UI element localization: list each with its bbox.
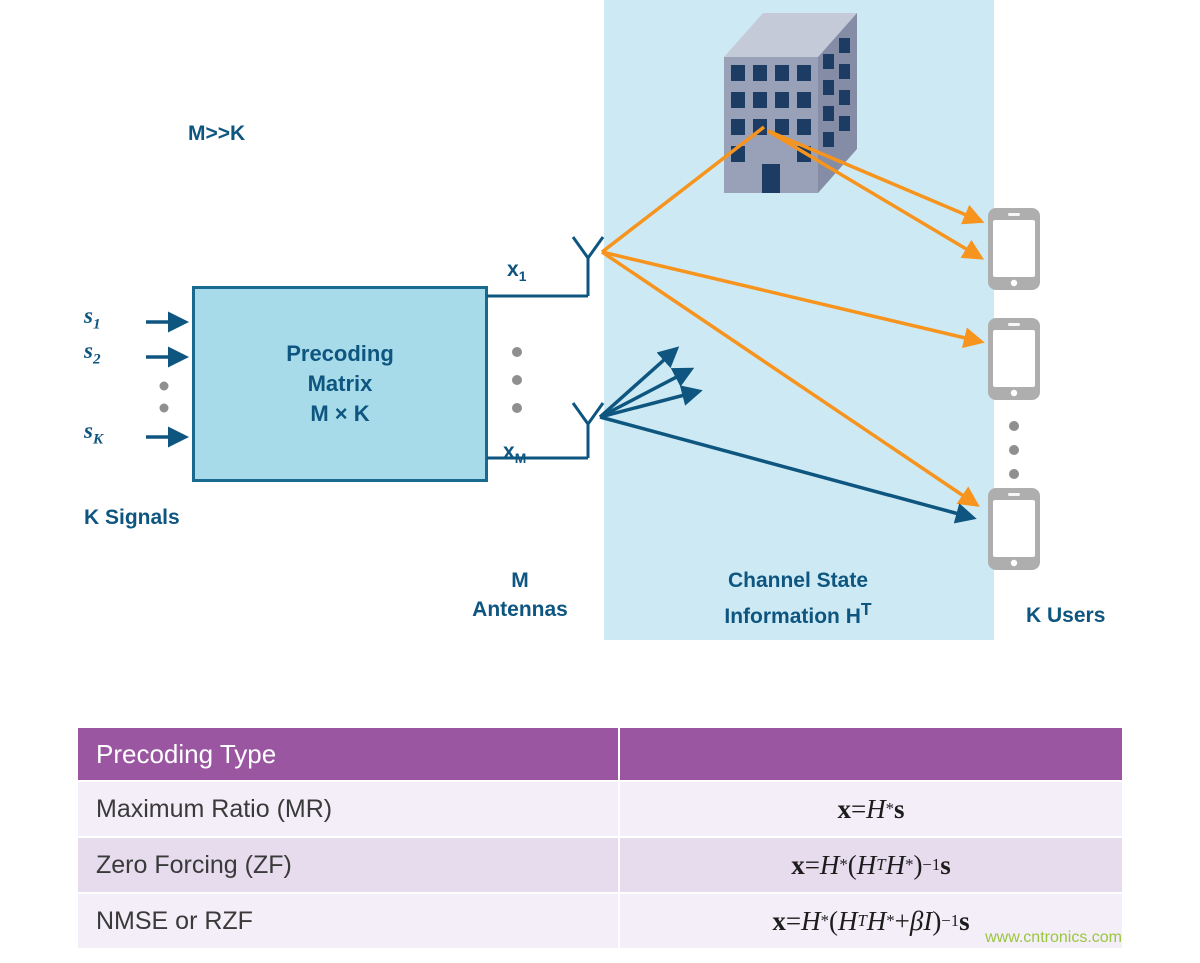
m-antennas-label: M Antennas <box>472 569 568 621</box>
input-signal-label-k: sK <box>84 418 104 448</box>
output-label-x1: x1 <box>507 258 527 285</box>
precoding-matrix-box: Precoding Matrix M × K <box>192 286 488 482</box>
watermark-text: www.cntronics.com <box>985 929 1122 946</box>
input-signal-label-2: s2 <box>84 338 101 368</box>
output-label-xm: xM <box>503 440 527 467</box>
phone-icon-1 <box>988 208 1040 290</box>
phone-icon-2 <box>988 318 1040 400</box>
antenna-icon-bottom <box>487 402 605 460</box>
precoding-type-cell: Zero Forcing (ZF) <box>96 850 292 879</box>
channel-state-label: Channel State Information HT <box>724 569 872 628</box>
table-row: Maximum Ratio (MR) x = H*s <box>78 780 1122 836</box>
precoding-box-line2: Matrix <box>307 371 373 396</box>
precoding-box-line1: Precoding <box>286 341 394 366</box>
precoding-formula-cell: x = H*s <box>618 782 1122 836</box>
k-users-label: K Users <box>1026 604 1106 627</box>
precoding-box-line3: M × K <box>310 401 370 426</box>
table-header-row: Precoding Type <box>78 728 1122 780</box>
input-signal-arrows <box>146 311 189 448</box>
phone-icon-3 <box>988 488 1040 570</box>
diagram-graphics <box>146 0 1040 640</box>
mimo-precoding-diagram: Precoding Matrix M × K <box>84 0 1106 640</box>
col-header-precoding-type: Precoding Type <box>96 738 277 769</box>
input-signal-label-1: s1 <box>84 303 101 333</box>
building-icon <box>724 13 857 193</box>
precoding-type-cell: Maximum Ratio (MR) <box>96 794 333 823</box>
downlink-rays-blue <box>598 346 977 524</box>
downlink-rays-orange <box>600 125 985 507</box>
col-header-formula <box>618 728 1122 780</box>
precoding-type-cell: NMSE or RZF <box>96 906 253 935</box>
antenna-icon-top <box>487 236 605 298</box>
precoding-table: Precoding Type Maximum Ratio (MR) x = H*… <box>78 728 1122 948</box>
condition-label: M>>K <box>188 122 246 145</box>
k-signals-label: K Signals <box>84 506 180 529</box>
ellipsis-dots <box>159 347 1019 479</box>
